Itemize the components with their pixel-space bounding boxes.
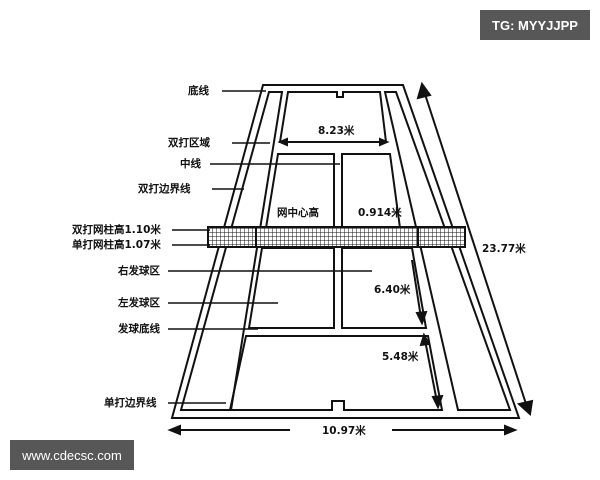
label-right-service-court: 右发球区	[118, 265, 160, 277]
dim-court-length: 23.77米	[482, 243, 526, 255]
net	[207, 226, 466, 248]
dim-service-box-length: 6.40米	[374, 284, 411, 296]
label-doubles-sideline: 双打边界线	[138, 183, 191, 195]
label-doubles-area: 双打区域	[168, 137, 210, 149]
label-left-service-court: 左发球区	[118, 297, 160, 309]
label-service-line: 发球底线	[118, 323, 160, 335]
watermark-bottom: www.cdecsc.com	[10, 440, 134, 470]
doubles-outline	[170, 84, 521, 419]
far-right-alley	[383, 91, 512, 411]
dim-doubles-width: 10.97米	[322, 425, 366, 437]
dim-singles-width: 8.23米	[318, 125, 355, 137]
label-baseline: 底线	[188, 85, 209, 97]
watermark-top: TG: MYYJJPP	[480, 10, 590, 40]
label-doubles-post-height: 双打网柱高1.10米	[72, 224, 161, 236]
label-singles-post-height: 单打网柱高1.07米	[72, 239, 161, 251]
label-center-line: 中线	[180, 158, 201, 170]
dim-net-center-label: 网中心高	[277, 207, 319, 219]
dim-net-center-height: 0.914米	[358, 207, 402, 219]
dim-backcourt-length: 5.48米	[382, 351, 419, 363]
label-singles-sideline: 单打边界线	[104, 397, 157, 409]
